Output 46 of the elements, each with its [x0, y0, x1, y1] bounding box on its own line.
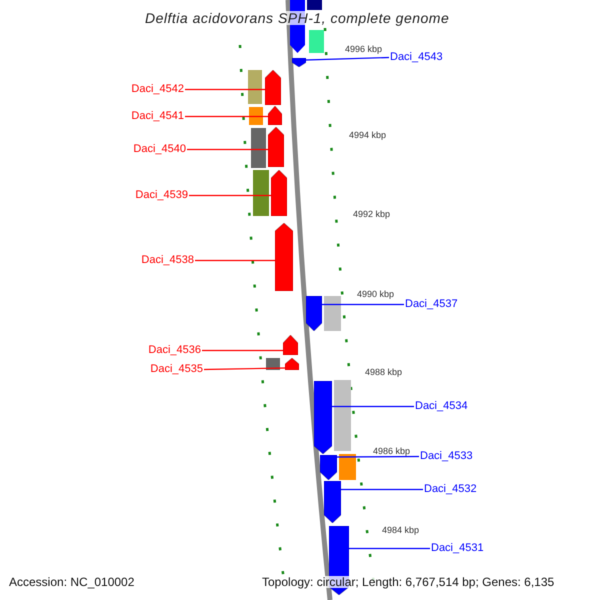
- gene-label: Daci_4543: [390, 52, 443, 63]
- scale-label: 4984 kbp: [382, 526, 420, 535]
- genome-title: Delftia acidovorans SPH-1, complete genome: [145, 11, 450, 25]
- scale-label: 4986 kbp: [373, 447, 410, 456]
- scale-label: 4990 kbp: [357, 290, 394, 299]
- gene-label: Daci_4536: [148, 345, 201, 356]
- gene-symbol: [271, 170, 287, 216]
- leader-line: [322, 304, 404, 306]
- gene-symbol: [285, 358, 299, 370]
- gene-symbol: [306, 296, 322, 331]
- scale-label: 4988 kbp: [365, 368, 402, 377]
- scale-label: 4992 kbp: [353, 210, 390, 219]
- gene-symbol: [268, 127, 284, 167]
- gene-label: Daci_4542: [131, 84, 184, 95]
- gene-symbol: [275, 223, 293, 291]
- gene-label: Daci_4533: [420, 451, 473, 462]
- gene-label: Daci_4532: [424, 484, 477, 495]
- gene-label: Daci_4541: [131, 111, 184, 122]
- gene-label: Daci_4537: [405, 299, 458, 310]
- gene-symbol: [283, 335, 298, 355]
- leader-line: [349, 548, 430, 550]
- leader-line: [306, 56, 390, 61]
- gene-symbol: [292, 58, 306, 67]
- leader-line: [332, 406, 414, 408]
- accession-label: Accession: NC_010002: [9, 576, 134, 588]
- gene-label: Daci_4539: [135, 190, 188, 201]
- scale-label: 4996 kbp: [345, 45, 382, 54]
- genome-info-label: Topology: circular; Length: 6,767,514 bp; Genes: 6,135: [262, 576, 554, 588]
- gene-label: Daci_4531: [431, 543, 484, 554]
- leader-line: [195, 260, 275, 262]
- leader-line: [185, 116, 268, 118]
- gene-symbol: [268, 106, 282, 125]
- gene-symbol: [324, 481, 341, 523]
- gene-label: Daci_4540: [133, 144, 186, 155]
- leader-line: [189, 194, 271, 196]
- gene-symbol: [320, 455, 337, 480]
- leader-line: [202, 350, 283, 352]
- leader-line: [204, 367, 286, 370]
- scale-label: 4994 kbp: [349, 131, 386, 140]
- leader-line: [337, 456, 419, 458]
- gene-label: Daci_4535: [150, 364, 203, 375]
- leader-line: [341, 488, 423, 490]
- leader-line: [187, 148, 268, 150]
- gene-label: Daci_4534: [415, 401, 468, 412]
- gene-label: Daci_4538: [141, 255, 194, 266]
- leader-line: [185, 88, 265, 90]
